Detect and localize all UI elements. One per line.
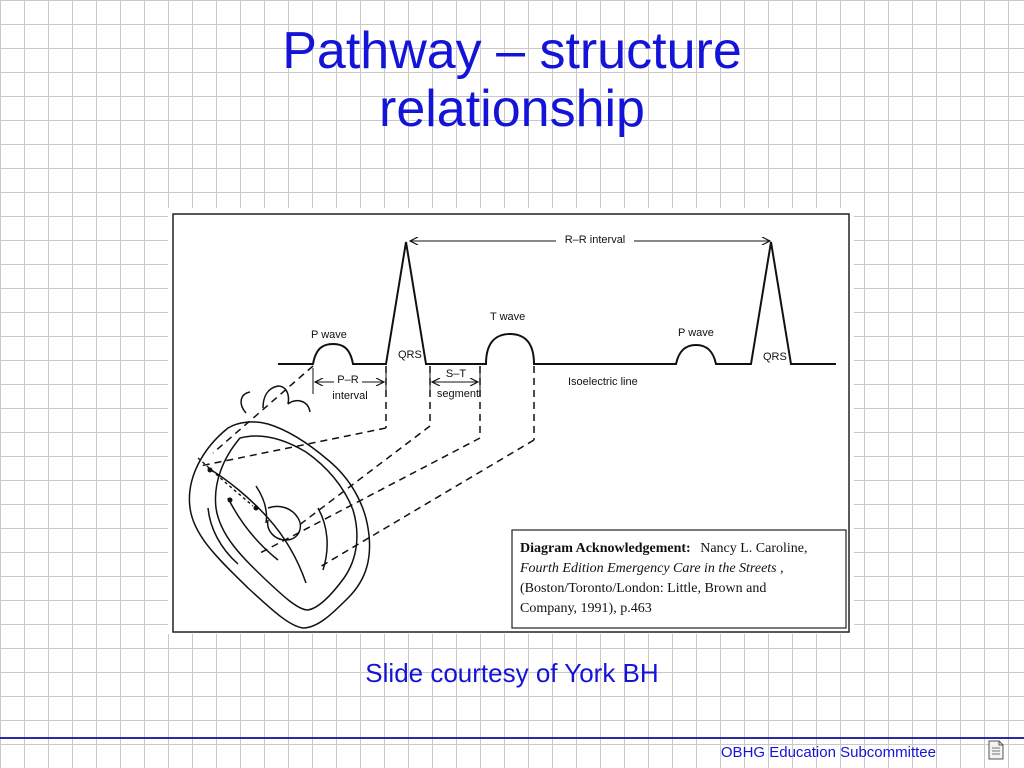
conduction-nodes <box>207 467 259 511</box>
title-line-1: Pathway – structure <box>282 22 742 80</box>
ack-line-1: Diagram Acknowledgement: Nancy L. Caroli… <box>520 541 808 556</box>
conduction-path <box>197 457 254 507</box>
footer-text: OBHG Education Subcommittee <box>720 744 936 761</box>
ack-line-2: Fourth Edition Emergency Care in the Str… <box>519 561 784 576</box>
ack-author: Nancy L. Caroline, <box>700 541 807 556</box>
pr-label-2: interval <box>332 390 367 402</box>
st-label-1: S–T <box>446 368 466 380</box>
rr-interval-label: R–R interval <box>565 234 626 246</box>
footer-rule <box>0 737 1024 739</box>
ecg-diagram-svg: R–R interval P wave P wave QRS QRS T wav… <box>172 213 850 633</box>
qrs-label-2: QRS <box>763 351 787 363</box>
ack-line-3: (Boston/Toronto/London: Little, Brown an… <box>520 581 766 596</box>
ack-line-4: Company, 1991), p.463 <box>520 601 652 616</box>
t-wave-label: T wave <box>490 311 525 323</box>
slide-title: Pathway – structure relationship <box>0 22 1024 138</box>
ack-comma: , <box>780 561 784 576</box>
slide-caption: Slide courtesy of York BH <box>365 658 659 688</box>
p-wave-label-1: P wave <box>311 329 347 341</box>
ecg-heart-diagram: R–R interval P wave P wave QRS QRS T wav… <box>168 208 854 634</box>
qrs-label-1: QRS <box>398 349 422 361</box>
pr-label-1: P–R <box>337 374 358 386</box>
acknowledgement-box <box>511 529 847 629</box>
isoelectric-line-label: Isoelectric line <box>568 376 638 388</box>
ack-book-title: Fourth Edition Emergency Care in the Str… <box>519 561 777 576</box>
st-label-2: segment <box>437 388 479 400</box>
title-line-2: relationship <box>379 80 645 138</box>
heart-illustration <box>188 385 371 629</box>
ecg-trace <box>278 241 836 365</box>
document-icon <box>988 740 1004 760</box>
rr-label-bg <box>556 232 634 246</box>
ack-label: Diagram Acknowledgement: <box>520 541 691 556</box>
projection-lines <box>199 365 535 569</box>
p-wave-label-2: P wave <box>678 327 714 339</box>
